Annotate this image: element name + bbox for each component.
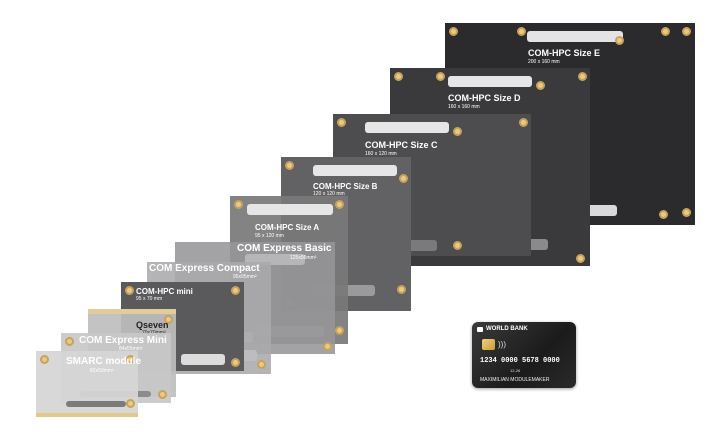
board-dimensions: 84x55mm² (119, 346, 143, 352)
connector-slot (448, 76, 532, 87)
mounting-hole (65, 337, 74, 346)
mounting-hole (399, 174, 408, 183)
bank-logo-icon (477, 327, 483, 332)
mounting-hole (164, 315, 173, 324)
board-dimensions: 120 x 120 mm (313, 191, 345, 197)
mounting-hole (615, 36, 624, 45)
mounting-hole (231, 358, 240, 367)
board-dimensions: 95x95mm² (233, 274, 257, 280)
board-title: COM-HPC mini (136, 287, 193, 296)
board-title: COM-HPC Size E (528, 48, 601, 58)
board-title: COM-HPC Size C (365, 140, 438, 150)
board-dimensions: 82x50mm² (90, 368, 114, 374)
mounting-hole (519, 118, 528, 127)
mounting-hole (449, 27, 458, 36)
mounting-hole (682, 27, 691, 36)
bank-name: WORLD BANK (486, 326, 528, 332)
board-dimensions: 160 x 160 mm (448, 104, 480, 110)
board-title: COM Express Mini (79, 335, 167, 346)
card-number: 1234 0000 5678 0000 (480, 357, 560, 365)
board-dimensions: 95 x 120 mm (255, 233, 284, 239)
board-dimensions: 200 x 160 mm (528, 59, 560, 65)
mounting-hole (397, 285, 406, 294)
mounting-hole (661, 27, 670, 36)
mounting-hole (126, 399, 135, 408)
board-title: COM-HPC Size B (313, 182, 378, 191)
mounting-hole (578, 72, 587, 81)
board-dimensions: 95 x 70 mm (136, 296, 163, 302)
board-title: COM-HPC Size D (448, 93, 521, 103)
mounting-hole (659, 210, 668, 219)
mounting-hole (126, 355, 135, 364)
card-valid: 12-26 (510, 368, 521, 373)
connector-slot (365, 122, 449, 133)
mounting-hole (40, 355, 49, 364)
mounting-hole (335, 200, 344, 209)
mounting-hole (231, 286, 240, 295)
connector-slot (527, 31, 623, 42)
mounting-hole (323, 342, 332, 351)
mounting-hole (517, 27, 526, 36)
mounting-hole (285, 161, 294, 170)
board-smarc-module: SMARC module 82x50mm² (36, 351, 141, 417)
mounting-hole (682, 208, 691, 217)
mounting-hole (394, 72, 403, 81)
mounting-hole (453, 127, 462, 136)
mounting-hole (337, 118, 346, 127)
mounting-hole (335, 326, 344, 335)
mounting-hole (453, 241, 462, 250)
connector-slot (66, 401, 126, 407)
board-dimensions: 160 x 120 mm (365, 151, 397, 157)
credit-card: WORLD BANK ))) 1234 0000 5678 0000 12-26… (472, 322, 576, 388)
board-title: COM-HPC Size A (255, 223, 320, 232)
board-title: SMARC module (66, 356, 141, 367)
mounting-hole (234, 200, 243, 209)
mounting-hole (257, 360, 266, 369)
connector-slot (313, 165, 397, 176)
board-title: COM Express Compact (149, 263, 260, 274)
mounting-hole (576, 254, 585, 263)
card-holder: MAXIMILIAN MODULEMAKER (480, 377, 550, 383)
mounting-hole (125, 286, 134, 295)
mounting-hole (436, 72, 445, 81)
board-dimensions: 125x95mm² (290, 255, 317, 261)
mounting-hole (158, 390, 167, 399)
board-title: COM Express Basic (237, 243, 332, 254)
board-title: Qseven (136, 320, 169, 330)
contactless-icon: ))) (498, 340, 506, 349)
mounting-hole (536, 81, 545, 90)
connector-slot (181, 354, 225, 365)
connector-slot (245, 254, 305, 265)
connector-slot (247, 204, 333, 215)
chip-icon (482, 339, 495, 350)
